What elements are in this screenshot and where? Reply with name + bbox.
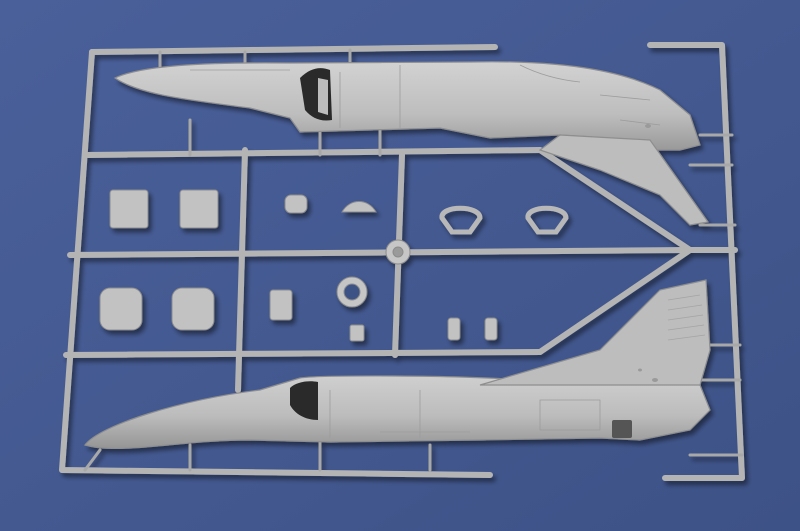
- runner-middle-3: [63, 349, 543, 358]
- runner-vertical-a: [235, 147, 248, 393]
- sprue-frame: [59, 42, 745, 481]
- runner-diagonal-upper: [537, 147, 693, 253]
- small-parts: [99, 189, 569, 342]
- runner-right: [647, 42, 745, 481]
- runner-diagonal-lower: [537, 247, 693, 355]
- canopy-lower: [290, 381, 318, 420]
- fuselage-upper: [113, 61, 710, 226]
- runner-middle-2: [67, 247, 693, 258]
- fuselage-lower: [83, 279, 711, 450]
- runner-middle-horizontal: [85, 147, 543, 158]
- runner-left: [59, 49, 493, 478]
